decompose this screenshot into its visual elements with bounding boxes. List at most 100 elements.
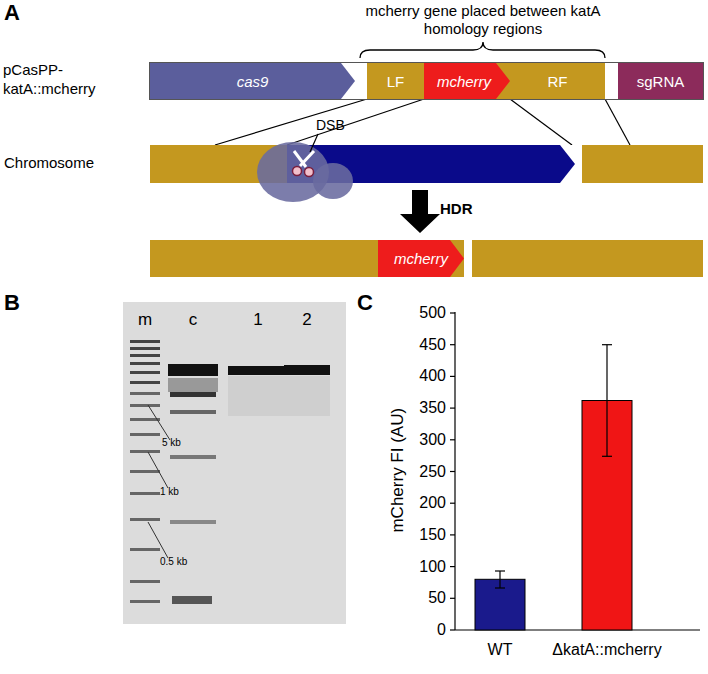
tick-mark: [450, 629, 455, 630]
node-label: RF: [510, 63, 605, 99]
tick-mark: [450, 439, 455, 440]
gene-arrow: mcherry: [378, 240, 464, 277]
bracket-note: mcherry gene placed between katA homolog…: [353, 2, 613, 38]
scissor-blade: [294, 151, 306, 167]
ladder-band: [130, 470, 160, 473]
curly-bracket: [360, 42, 605, 58]
error-cap: [602, 344, 612, 345]
ladder-band: [130, 548, 160, 551]
gel-band: [284, 376, 330, 416]
crossover-line: [605, 99, 630, 145]
crossover-line: [215, 99, 367, 145]
cas9-protein: [257, 142, 329, 202]
hdr-arrow: [400, 190, 440, 233]
tick-label: 450: [392, 335, 446, 354]
category-label: ΔkatA::mcherry: [537, 640, 677, 659]
gel-band: [284, 365, 330, 375]
gel-background: [123, 302, 346, 624]
scissor-handle: [305, 168, 314, 177]
tick-label: 50: [392, 588, 446, 607]
arrow-shape: [424, 63, 510, 99]
tick-mark: [450, 566, 455, 567]
tick-mark: [450, 471, 455, 472]
node-label: mcherry: [424, 63, 510, 99]
size-marker: 5 kb: [162, 437, 202, 449]
callout-text: DSB: [316, 117, 356, 134]
gel-bands: [130, 340, 330, 604]
cas9-protein: [313, 163, 353, 199]
ladder-band: [130, 354, 160, 357]
lane-label: 1: [248, 310, 268, 330]
edited-chromosome-bar: [150, 240, 703, 277]
pointer-line: [148, 405, 170, 440]
gel-band: [168, 364, 218, 376]
node-label: cas9: [150, 63, 355, 99]
ladder-band: [130, 362, 160, 365]
gel-band: [172, 596, 212, 604]
ladder-band: [130, 600, 160, 603]
tick-label: 100: [392, 557, 446, 576]
tick-label: 500: [392, 303, 446, 322]
node-shape: [150, 145, 703, 183]
sgrna-box: sgRNA: [618, 63, 703, 99]
pointer-line: [148, 522, 168, 558]
error-cap: [495, 570, 505, 571]
crossover-lines: [215, 99, 630, 145]
crossover-line: [287, 99, 424, 145]
category-label: WT: [470, 640, 530, 659]
tick-mark: [450, 408, 455, 409]
tick-mark: [450, 534, 455, 535]
size-marker: 1 kb: [160, 486, 200, 498]
homology-box: RF: [510, 63, 605, 99]
axis-title: mCherry FI (AU): [388, 370, 408, 570]
gel-band: [170, 520, 216, 524]
kata-gene-arrow: [287, 145, 575, 183]
gene-arrow: cas9: [150, 63, 355, 99]
ladder-pointers: [148, 405, 170, 558]
tick-mark: [450, 376, 455, 377]
dsb-pointer: [310, 134, 318, 152]
ladder-band: [130, 433, 160, 436]
ladder-band: [130, 347, 160, 350]
chromosome-region: [150, 145, 703, 183]
tick-label: 0: [392, 620, 446, 639]
lane-label: 2: [297, 310, 317, 330]
error-cap: [602, 456, 612, 457]
ladder-band: [130, 580, 160, 583]
crossover-line: [510, 99, 572, 145]
gene-arrow: mcherry: [424, 63, 510, 99]
ladder-band: [130, 404, 160, 407]
arrow-shape: [150, 63, 355, 99]
node-label: LF: [367, 63, 424, 99]
ladder-band: [130, 371, 160, 374]
gel-band: [168, 378, 218, 392]
gel-band: [228, 366, 286, 375]
lane-label: c: [183, 310, 203, 330]
error-bar: [499, 571, 500, 588]
gel-band: [170, 392, 216, 397]
lane-label: m: [135, 310, 155, 330]
tick-label: 400: [392, 366, 446, 385]
ladder-band: [130, 518, 160, 521]
pointer-line: [148, 452, 168, 488]
error-bar: [606, 345, 607, 457]
scissor-blade: [300, 151, 314, 166]
gel-band: [170, 455, 216, 459]
panel-letter: C: [357, 290, 387, 316]
size-marker: 0.5 kb: [160, 556, 200, 568]
gel-band: [228, 376, 286, 416]
tick-mark: [450, 344, 455, 345]
tick-mark: [450, 312, 455, 313]
ladder-band: [130, 381, 160, 384]
chart-axes: [455, 312, 700, 630]
ladder-band: [130, 450, 160, 453]
node-label: mcherry: [378, 240, 464, 277]
ladder-band: [130, 492, 160, 495]
error-bars: [495, 345, 612, 588]
y-ticks: [450, 313, 455, 630]
error-cap: [495, 587, 505, 588]
